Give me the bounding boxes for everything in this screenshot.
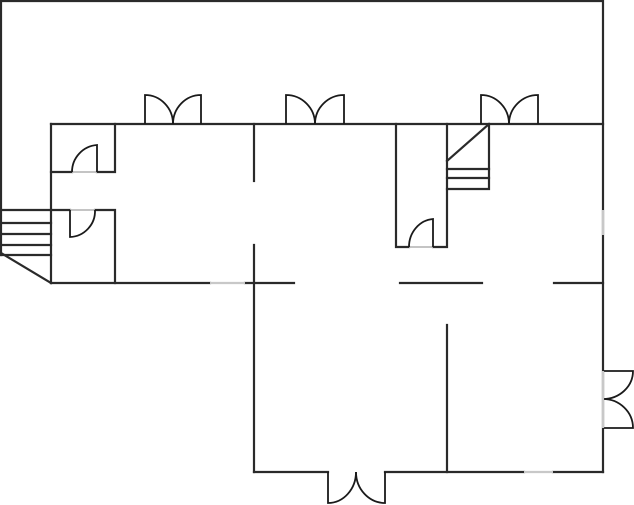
door-swing-icon	[480, 94, 510, 125]
closet-bottom-left-wall	[49, 208, 117, 285]
door-swing-icon	[71, 144, 98, 173]
door-swing-icon	[314, 94, 345, 125]
stair-diagonal	[0, 251, 53, 285]
double-door	[480, 94, 539, 125]
door-swing-icon	[602, 370, 634, 400]
closet-top-left-wall	[49, 122, 117, 174]
double-door	[285, 94, 345, 125]
double-door	[144, 94, 202, 125]
stair-enclosure	[445, 122, 491, 191]
double-door	[601, 370, 634, 429]
door-swing-icon	[508, 94, 539, 125]
door-swing-icon	[408, 218, 434, 248]
door-swing-icon	[355, 471, 386, 504]
door-swing-icon	[144, 94, 174, 125]
stair-diagonal	[445, 122, 491, 163]
door-swing-icon	[172, 94, 202, 125]
closet-right-wall	[394, 122, 449, 249]
door-swing-icon	[69, 209, 96, 238]
outer-boundary-wall	[0, 0, 605, 474]
door-swing-icon	[602, 398, 634, 429]
double-door	[327, 471, 386, 504]
right-stairs	[445, 122, 491, 191]
left-stairs	[0, 208, 53, 285]
door-swing-icon	[285, 94, 316, 125]
door-swing-icon	[327, 471, 357, 504]
